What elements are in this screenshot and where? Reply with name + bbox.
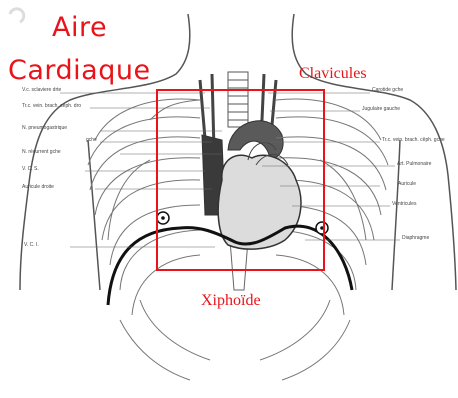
heart: [218, 155, 301, 249]
trachea: [228, 72, 248, 127]
left-leader-lines: [60, 93, 222, 247]
right-label-art-pulmonaire: Art. Pulmonaire: [397, 162, 431, 167]
left-label-vcs: V. C. S.: [22, 167, 39, 172]
right-label-ventricules: Ventricules: [392, 202, 416, 207]
marker-left-dot: [161, 216, 165, 220]
left-label-tronc-vein-droit: Tr.c. vein. brach. cêph. dro: [22, 104, 81, 109]
aortic-arch: [228, 121, 283, 158]
left-label-pneumogastrique: N. pneumogastrique: [22, 126, 67, 131]
left-label-recurrent: N. récurrent gche: [22, 150, 61, 155]
right-label-carotide: Carotide gche: [372, 88, 403, 93]
xiphoide-label: Xiphoïde: [201, 293, 261, 309]
title-line-2: Cardiaque: [8, 57, 151, 84]
title-line-1: Aire: [52, 14, 107, 41]
watermark-logo: [10, 9, 24, 22]
right-label-jugulaire: Jugulaire gauche: [362, 107, 400, 112]
right-label-auricule: Auricule: [398, 182, 416, 187]
left-label-vc-sclaviere: V.c. sclaviere drte: [22, 88, 61, 93]
clavicules-label: Clavicules: [299, 66, 367, 82]
left-label-vci: V. C. I.: [24, 243, 39, 248]
left-label-auricule-droite: Auricule droite: [22, 185, 54, 190]
left-label-gche: gche: [86, 138, 97, 143]
right-label-tronc-vein-gauche: Tr.c. vein. brach. cêph. gche: [382, 138, 445, 143]
right-label-diaphragme: Diaphragme: [402, 236, 429, 241]
